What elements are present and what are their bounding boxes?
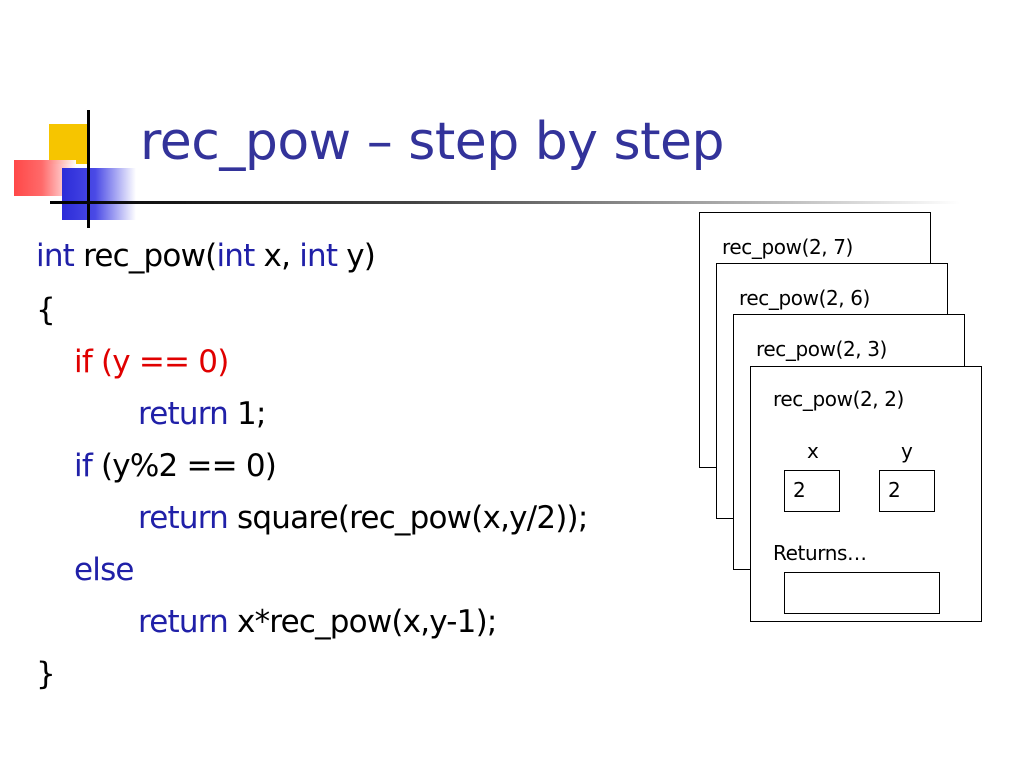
code-text: (y%2 == 0) <box>91 448 277 484</box>
logo-blue-square <box>62 168 136 220</box>
code-line-9: } <box>36 656 56 692</box>
stack-frame-4: rec_pow(2, 2) x y 2 2 Returns… <box>750 366 982 622</box>
code-text: { <box>36 292 56 328</box>
y-label: y <box>901 439 913 463</box>
code-text: x, <box>254 238 300 274</box>
slide-title: rec_pow – step by step <box>140 112 725 172</box>
keyword: else <box>74 552 135 588</box>
code-line-1: int rec_pow(int x, int y) <box>36 238 376 274</box>
keyword: int <box>299 238 338 274</box>
keyword: if <box>74 448 93 484</box>
x-value-box: 2 <box>784 470 840 512</box>
code-line-4: return 1; <box>138 396 266 432</box>
keyword: return <box>138 396 229 432</box>
frame-label: rec_pow(2, 6) <box>739 286 870 310</box>
code-text: x*rec_pow(x,y-1); <box>228 604 497 640</box>
keyword: int <box>36 238 75 274</box>
keyword: int <box>216 238 255 274</box>
code-line-8: return x*rec_pow(x,y-1); <box>138 604 497 640</box>
x-label: x <box>807 439 819 463</box>
returns-label: Returns… <box>773 541 867 565</box>
keyword: return <box>138 500 229 536</box>
frame-label: rec_pow(2, 2) <box>773 387 904 411</box>
code-line-3: if (y == 0) <box>74 344 229 380</box>
code-line-5: if (y%2 == 0) <box>74 448 277 484</box>
code-line-2: { <box>36 292 56 328</box>
code-text: square(rec_pow(x,y/2)); <box>228 500 588 536</box>
code-text: y) <box>337 238 376 274</box>
code-text: rec_pow( <box>74 238 217 274</box>
logo-yellow-square <box>49 124 89 164</box>
keyword: return <box>138 604 229 640</box>
code-text-highlight: if (y == 0) <box>74 344 229 380</box>
code-line-7: else <box>74 552 135 588</box>
title-underline <box>50 201 960 204</box>
code-line-6: return square(rec_pow(x,y/2)); <box>138 500 588 536</box>
code-text: 1; <box>228 396 266 432</box>
code-text: } <box>36 656 56 692</box>
frame-label: rec_pow(2, 7) <box>722 235 853 259</box>
logo-vertical-line <box>87 110 90 228</box>
frame-label: rec_pow(2, 3) <box>756 337 887 361</box>
returns-value-box <box>784 572 940 614</box>
y-value-box: 2 <box>879 470 935 512</box>
